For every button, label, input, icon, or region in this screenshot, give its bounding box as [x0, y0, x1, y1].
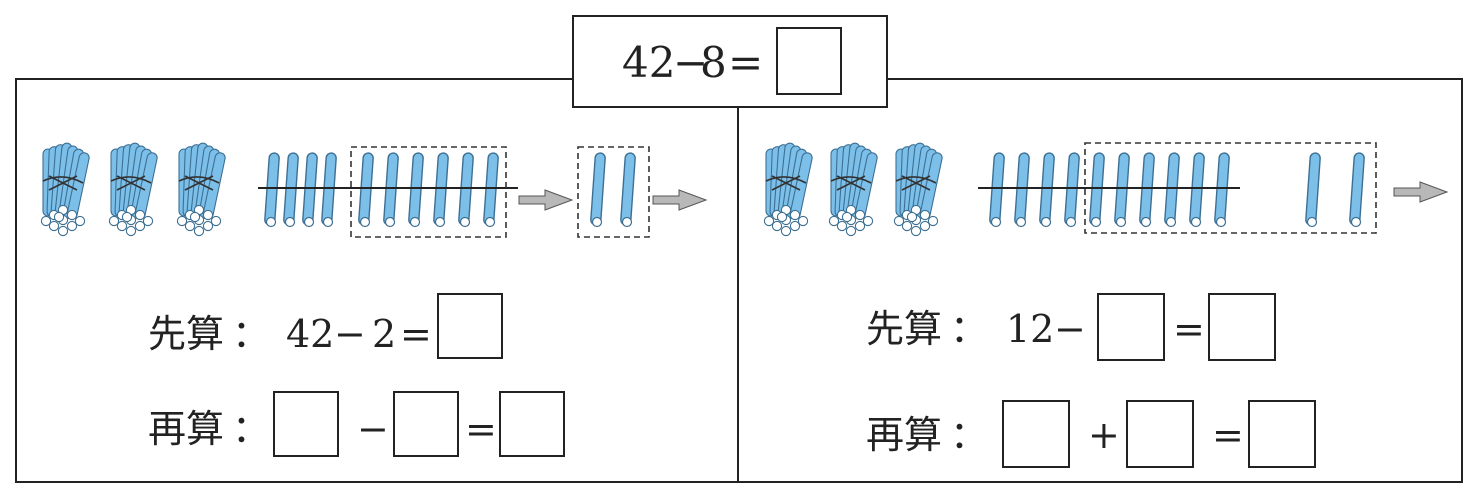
- left-boxed-stick: [358, 152, 374, 228]
- right-boxed-stick: [1214, 152, 1230, 228]
- left-boxed-stick: [383, 152, 399, 228]
- left-step1-label: 先算: [148, 312, 224, 356]
- right-step2-colon: ：: [950, 413, 988, 457]
- right-separated-stick: [1305, 152, 1321, 228]
- left-separated-stick: [620, 152, 636, 228]
- left-step1-equals: =: [400, 312, 432, 356]
- left-loose-stick: [283, 152, 299, 228]
- right-loose-stick: [1014, 152, 1030, 228]
- left-step2-label: 再算: [148, 407, 224, 451]
- title-number-right: 8: [700, 38, 727, 87]
- left-step1-b: 2: [372, 312, 396, 356]
- right-step1-box-2[interactable]: [1208, 293, 1276, 361]
- left-arrow-1: [518, 189, 574, 211]
- right-step2-box-1[interactable]: [1002, 400, 1070, 468]
- left-loose-stick: [264, 152, 280, 228]
- left-step2-equals: =: [465, 407, 497, 451]
- right-arrow: [1393, 181, 1449, 203]
- stick-bundles: [40, 142, 943, 237]
- title-answer-box[interactable]: [776, 27, 842, 95]
- right-boxed-stick: [1139, 152, 1155, 228]
- left-dashed-box-six: [350, 146, 507, 238]
- right-boxed-stick: [1114, 152, 1130, 228]
- left-boxed-stick: [433, 152, 449, 228]
- right-step2-plus: +: [1088, 413, 1120, 457]
- left-separated-stick: [590, 152, 606, 228]
- left-step2-box-1[interactable]: [273, 391, 339, 457]
- right-step2-equals: =: [1212, 413, 1244, 457]
- left-boxed-stick: [458, 152, 474, 228]
- left-bundle-of-ten: [176, 142, 226, 237]
- title-number-left: 42: [622, 38, 675, 87]
- right-boxed-stick: [1189, 152, 1205, 228]
- right-boxed-stick: [1089, 152, 1105, 228]
- right-step1-minus: −: [1054, 307, 1086, 351]
- left-step2-box-2[interactable]: [393, 391, 459, 457]
- loose-sticks: [264, 152, 1365, 228]
- left-step2-minus: −: [357, 407, 389, 451]
- left-loose-stick: [302, 152, 318, 228]
- right-step2-box-3[interactable]: [1248, 400, 1316, 468]
- left-step1-answer-box[interactable]: [437, 293, 503, 359]
- right-dashed-box: [1084, 142, 1377, 234]
- left-boxed-stick: [408, 152, 424, 228]
- right-step1-colon: ：: [950, 307, 988, 351]
- left-step1-minus: −: [334, 312, 366, 356]
- left-bundle-of-ten: [108, 142, 158, 237]
- left-step2-box-3[interactable]: [499, 391, 565, 457]
- left-step1-colon: ：: [232, 312, 270, 356]
- left-step2-colon: ：: [232, 407, 270, 451]
- right-step1-equals: =: [1173, 307, 1205, 351]
- right-loose-stick: [989, 152, 1005, 228]
- right-step2-box-2[interactable]: [1126, 400, 1194, 468]
- title-equals: =: [728, 38, 763, 87]
- left-arrow-2: [652, 189, 708, 211]
- right-bundle-of-ten: [763, 142, 813, 237]
- right-bundle-of-ten: [828, 142, 878, 237]
- right-bundle-of-ten: [893, 142, 943, 237]
- left-boxed-stick: [483, 152, 499, 228]
- left-dashed-box-two: [577, 146, 650, 238]
- right-step1-label: 先算: [866, 307, 942, 351]
- title-minus: −: [673, 38, 708, 87]
- left-bundle-of-ten: [40, 142, 90, 237]
- left-step1-a: 42: [286, 312, 334, 356]
- right-step2-label: 再算: [866, 413, 942, 457]
- right-step1-box-1[interactable]: [1097, 293, 1165, 361]
- right-boxed-stick: [1164, 152, 1180, 228]
- right-separated-stick: [1349, 152, 1365, 228]
- right-loose-stick: [1039, 152, 1055, 228]
- right-loose-stick: [1064, 152, 1080, 228]
- left-loose-stick: [321, 152, 337, 228]
- right-step1-a: 12: [1006, 307, 1054, 351]
